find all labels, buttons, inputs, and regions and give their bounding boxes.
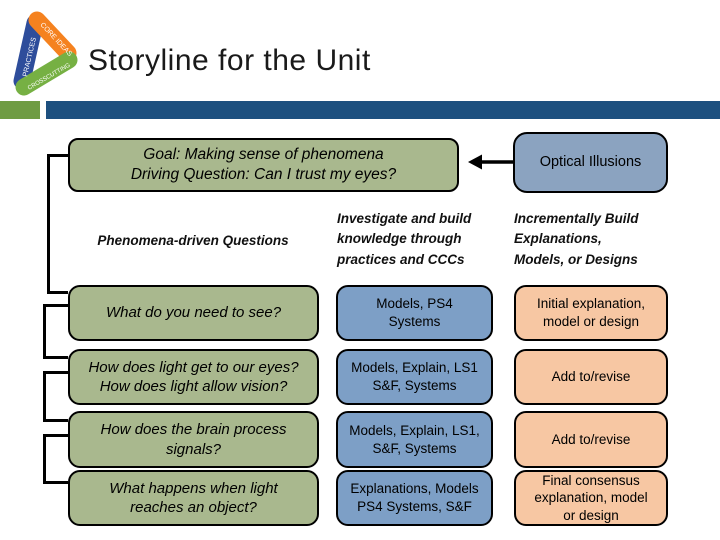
- build-box-row3: Add to/revise: [514, 411, 668, 468]
- connector-bracket-row2-to-row3: [43, 371, 68, 422]
- question-box-row1: What do you need to see?: [68, 285, 319, 341]
- question-box-row4: What happens when light reaches an objec…: [68, 470, 319, 526]
- practices-box-row1: Models, PS4 Systems: [336, 285, 493, 341]
- question-box-row3: How does the brain process signals?: [68, 411, 319, 468]
- page-title: Storyline for the Unit: [88, 44, 371, 77]
- connector-bracket-row3-to-row4: [43, 434, 68, 484]
- ngss-dimensions-logo-icon: PRACTICES CORE IDEAS CROSSCUTTING: [13, 11, 78, 96]
- optical-illusions-box: Optical Illusions: [513, 132, 668, 193]
- column-header-build: Incrementally Build Explanations, Models…: [514, 211, 639, 267]
- question-box-row2: How does light get to our eyes? How does…: [68, 349, 319, 405]
- practices-box-row3: Models, Explain, LS1, S&F, Systems: [336, 411, 493, 468]
- goal-driving-question-box: Goal: Making sense of phenomena Driving …: [68, 138, 459, 192]
- accent-bar-blue: [46, 101, 720, 119]
- column-header-practices: Investigate and build knowledge through …: [337, 211, 472, 267]
- logo-label-core-ideas: CORE IDEAS: [39, 22, 74, 59]
- build-box-row2: Add to/revise: [514, 349, 668, 405]
- build-box-row4: Final consensus explanation, model or de…: [514, 470, 668, 526]
- arrow-left-icon: [468, 154, 513, 170]
- connector-bracket-row1-to-row2: [43, 304, 68, 359]
- column-header-questions: Phenomena-driven Questions: [97, 233, 289, 248]
- practices-box-row4: Explanations, Models PS4 Systems, S&F: [336, 470, 493, 526]
- accent-bar-green: [0, 101, 40, 119]
- build-box-row1: Initial explanation, model or design: [514, 285, 668, 341]
- practices-box-row2: Models, Explain, LS1 S&F, Systems: [336, 349, 493, 405]
- connector-bracket-goal-to-row1: [47, 154, 68, 294]
